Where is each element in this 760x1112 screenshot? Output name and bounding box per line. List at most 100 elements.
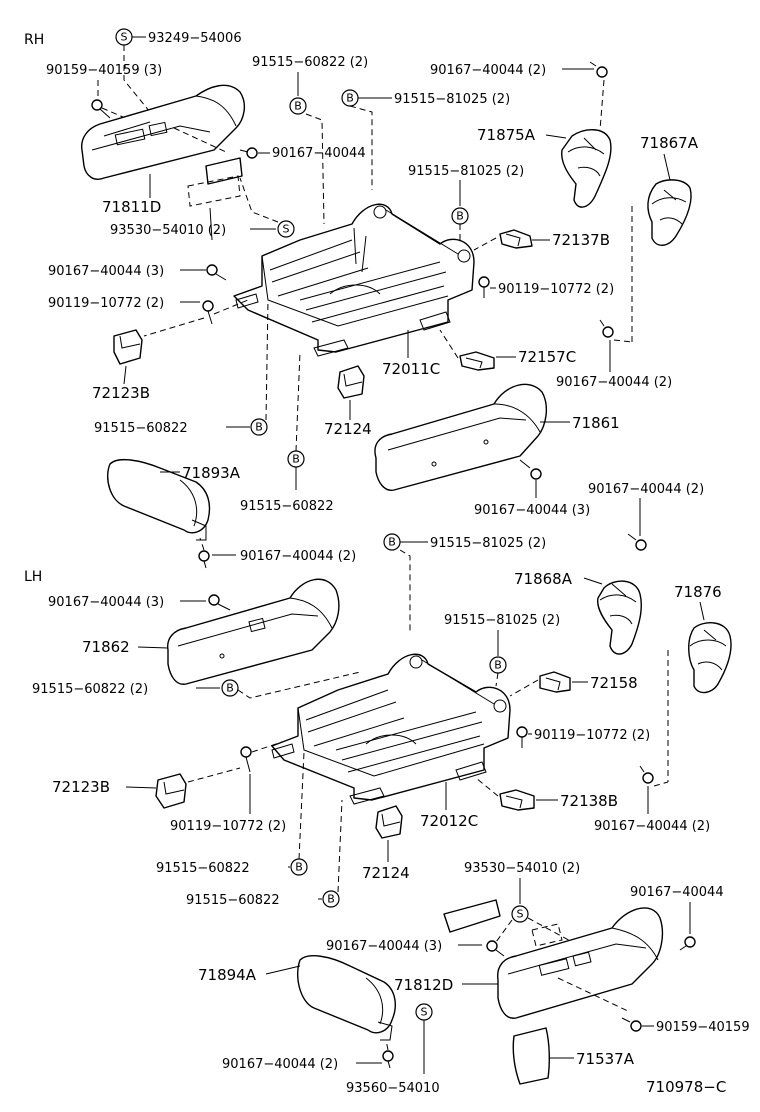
section-label-rh: RH — [24, 32, 44, 48]
section-label-lh: LH — [24, 569, 42, 585]
part-71862 — [167, 578, 340, 685]
label-90167-40044-2-rh-mid: 90167−40044 (2) — [556, 375, 672, 390]
callout-b-lh-4: B — [290, 858, 308, 876]
callout-b-lh-2: B — [489, 656, 507, 674]
label-90167-40044-lh: 90167−40044 — [630, 885, 724, 900]
label-91515-60822-2-rh: 91515−60822 (2) — [252, 55, 368, 70]
part-72011C-seat-track — [233, 203, 475, 357]
label-91515-81025-2-lh-a: 91515−81025 (2) — [430, 536, 546, 551]
callout-b-lh-3: B — [221, 679, 239, 697]
figure-code: 710978−C — [646, 1078, 726, 1096]
svg-text:B: B — [388, 536, 396, 549]
callout-93249-54006: S 93249−54006 — [115, 28, 242, 113]
label-90167-40044-3-lh-b: 90167−40044 (3) — [326, 939, 442, 954]
part-72157C — [459, 351, 495, 371]
callout-b-lh-5: B — [322, 890, 340, 908]
part-72124-lh — [375, 805, 403, 839]
label-72138B: 72138B — [560, 792, 618, 810]
label-90119-10772-2-lh-l: 90119−10772 (2) — [170, 819, 286, 834]
label-90119-10772-2-rh-r: 90119−10772 (2) — [498, 282, 614, 297]
screw-icon — [639, 765, 654, 784]
part-71867A — [647, 179, 692, 246]
callout-b-rh-4: B — [250, 418, 268, 436]
label-71875A: 71875A — [477, 126, 536, 144]
label-91515-60822-lh-a: 91515−60822 — [156, 861, 250, 876]
screw-icon — [382, 1050, 394, 1069]
label-90167-40044-3-rh-b: 90167−40044 (3) — [474, 503, 590, 518]
svg-text:B: B — [456, 210, 464, 223]
label-71861: 71861 — [572, 414, 620, 432]
label-72123B-lh: 72123B — [52, 778, 110, 796]
part-71876 — [688, 622, 732, 694]
label-91515-60822-rh-b: 91515−60822 — [240, 499, 334, 514]
svg-text:B: B — [346, 92, 354, 105]
label-90167-40044-2-lh-bot: 90167−40044 (2) — [222, 1057, 338, 1072]
label-91515-81025-2-rh-a: 91515−81025 (2) — [394, 92, 510, 107]
label-91515-60822-2-lh: 91515−60822 (2) — [32, 682, 148, 697]
label-71867A: 71867A — [640, 134, 699, 152]
label-71868A: 71868A — [514, 570, 573, 588]
label-91515-81025-2-rh-b: 91515−81025 (2) — [408, 164, 524, 179]
label-90119-10772-2-lh-r: 90119−10772 (2) — [534, 728, 650, 743]
callout-s-rh: S — [277, 220, 295, 238]
label-90167-40044-2-rh-top: 90167−40044 (2) — [430, 63, 546, 78]
callout-b-rh-2: B — [341, 89, 359, 107]
part-71812D — [497, 907, 664, 1019]
label-72137B: 72137B — [552, 231, 610, 249]
svg-text:B: B — [255, 421, 263, 434]
part-bracket-rh — [187, 157, 243, 241]
label-72158: 72158 — [590, 674, 638, 692]
label-72012C: 72012C — [420, 812, 478, 830]
screw-icon — [519, 459, 542, 480]
label-90167-40044-2-rh-r: 90167−40044 (2) — [588, 482, 704, 497]
svg-text:S: S — [283, 223, 290, 236]
part-71861 — [374, 383, 548, 491]
label-93249-54006: 93249−54006 — [148, 31, 242, 46]
screw-icon — [621, 1017, 642, 1032]
callout-b-rh-3: B — [451, 207, 469, 225]
label-90167-40044-2-lh-r: 90167−40044 (2) — [594, 819, 710, 834]
label-90159-40159: 90159−40159 — [656, 1020, 750, 1035]
callout-b-lh-1: B — [383, 533, 401, 551]
part-71894A — [296, 955, 396, 1041]
svg-text:B: B — [292, 453, 300, 466]
label-90167-40044-2-rh-bot: 90167−40044 (2) — [240, 549, 356, 564]
part-72158 — [539, 671, 571, 693]
part-72124-rh — [337, 365, 365, 399]
part-72137B — [499, 229, 533, 249]
screw-icon — [208, 594, 231, 611]
screw-icon — [589, 61, 608, 78]
label-71862: 71862 — [82, 638, 130, 656]
callout-s-lh-2: S — [415, 1003, 433, 1021]
label-90119-10772-2-rh-l: 90119−10772 (2) — [48, 296, 164, 311]
svg-text:S: S — [421, 1006, 428, 1019]
label-71876: 71876 — [674, 583, 722, 601]
bolt-icon — [516, 726, 528, 748]
screw-icon — [239, 147, 258, 159]
label-71812D: 71812D — [394, 976, 453, 994]
part-72123B-rh — [113, 329, 143, 365]
label-71894A: 71894A — [198, 966, 257, 984]
label-72123B-rh: 72123B — [92, 384, 150, 402]
part-bracket-lh — [443, 899, 563, 947]
label-72124-lh: 72124 — [362, 864, 410, 882]
callout-b-rh-1: B — [289, 97, 307, 115]
svg-text:B: B — [494, 659, 502, 672]
screw-icon — [91, 99, 111, 119]
label-93530-54010-2-lh: 93530−54010 (2) — [464, 861, 580, 876]
label-90167-40044-rh: 90167−40044 — [272, 146, 366, 161]
callout-b-rh-5: B — [287, 450, 305, 468]
label-72124-rh: 72124 — [324, 420, 372, 438]
label-72157C: 72157C — [518, 348, 576, 366]
label-90167-40044-3-lh: 90167−40044 (3) — [48, 595, 164, 610]
bolt-icon — [240, 746, 252, 773]
label-91515-81025-2-lh-b: 91515−81025 (2) — [444, 613, 560, 628]
screw-icon — [486, 940, 505, 957]
label-72011C: 72011C — [382, 360, 440, 378]
label-71811D: 71811D — [102, 198, 161, 216]
label-71893A: 71893A — [182, 464, 241, 482]
svg-text:B: B — [327, 893, 335, 906]
bolt-icon — [202, 300, 214, 325]
callout-s-lh: S — [511, 905, 529, 923]
